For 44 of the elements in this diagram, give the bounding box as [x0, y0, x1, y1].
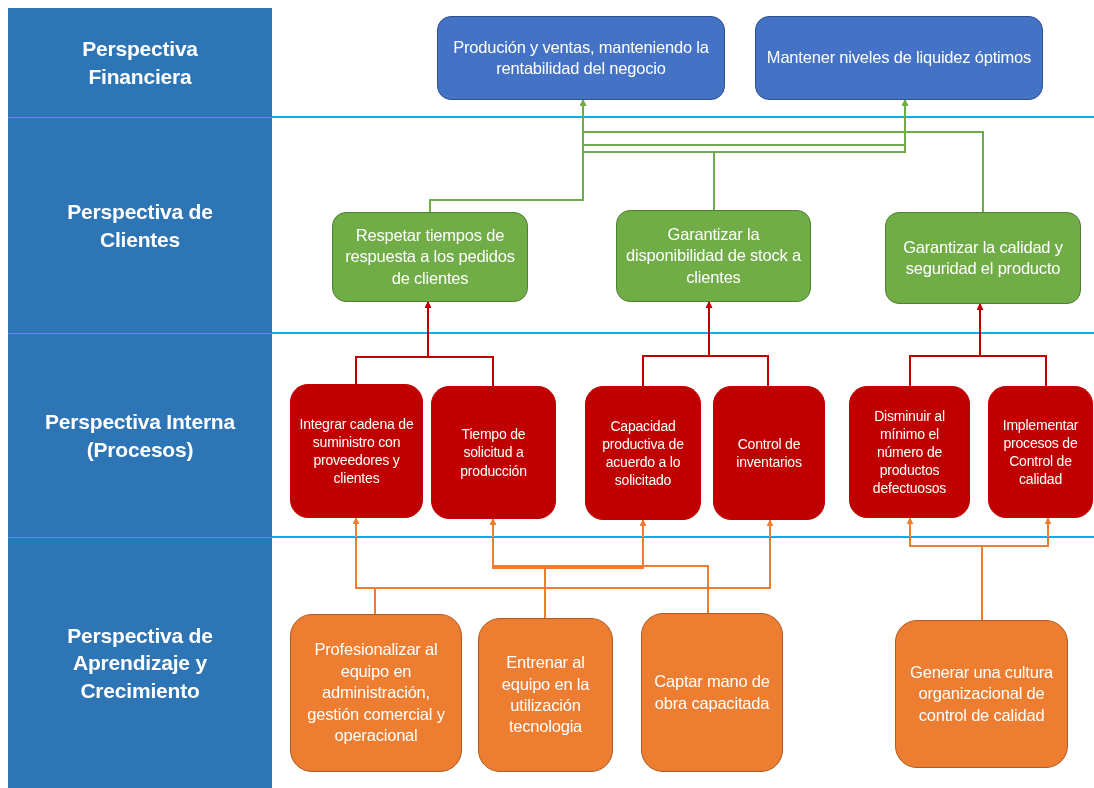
- connector-arrow: [976, 303, 1047, 387]
- objective-box: [431, 386, 556, 519]
- objective-text: Profesionalizar al equipo en administración, gestión comercial y operacional: [306, 639, 446, 747]
- objective-text: Disminuir al mínimo el número de productos defectuosos: [871, 406, 948, 498]
- objective-box: [895, 620, 1068, 768]
- objective-text: Captar mano de obra capacitada: [653, 671, 771, 714]
- objective-box: [437, 16, 725, 100]
- objective-text: Mantener niveles de liquidez óptimos: [766, 47, 1032, 69]
- objective-box: [616, 210, 811, 302]
- objective-box: [290, 614, 462, 772]
- objective-text: Capacidad productiva de acuerdo a lo solicitado: [601, 416, 685, 490]
- objective-box: [849, 386, 970, 518]
- perspective-title: Perspectiva Financiera: [81, 36, 199, 90]
- objective-box: [332, 212, 528, 302]
- perspective-title: Perspectiva Interna (Procesos): [44, 409, 237, 463]
- objective-box: [885, 212, 1081, 304]
- connector-arrow: [705, 301, 769, 387]
- objective-text: Entrenar al equipo en la utilización tecnologia: [500, 652, 591, 738]
- objective-text: Garantizar la calidad y seguridad el producto: [902, 236, 1064, 279]
- objective-text: Produción y ventas, manteniendo la rentabilidad del negocio: [452, 36, 710, 79]
- objective-text: Implementar procesos de Control de calidad: [1001, 415, 1080, 489]
- objective-text: Integrar cadena de suministro con proveedores y clientes: [298, 414, 415, 488]
- objective-box: [290, 384, 423, 518]
- objective-text: Control de inventarios: [735, 434, 803, 472]
- objective-box: [755, 16, 1043, 100]
- objective-box: [585, 386, 701, 520]
- connector-arrow: [901, 99, 984, 213]
- objective-text: Tiempo de solicitud a producción: [459, 425, 528, 480]
- objective-text: Respetar tiempos de respuesta a los pedidos de clientes: [344, 224, 516, 289]
- objective-text: Garantizar la disponibilidad de stock a clientes: [625, 223, 802, 288]
- perspective-band: [8, 8, 272, 117]
- perspective-band: [8, 538, 272, 788]
- perspective-title: Perspectiva de Clientes: [66, 199, 214, 253]
- perspective-band: [8, 334, 272, 537]
- connector-arrow: [981, 517, 1052, 621]
- objective-box: [713, 386, 825, 520]
- objective-box: [988, 386, 1093, 518]
- connector-arrow: [424, 301, 494, 387]
- connector-arrow: [639, 519, 709, 614]
- objective-box: [478, 618, 613, 772]
- objective-text: Generar una cultura organizacional de control de calidad: [909, 661, 1054, 726]
- perspective-band: [8, 118, 272, 333]
- objective-box: [641, 613, 783, 772]
- perspective-title: Perspectiva de Aprendizaje y Crecimiento: [66, 623, 214, 704]
